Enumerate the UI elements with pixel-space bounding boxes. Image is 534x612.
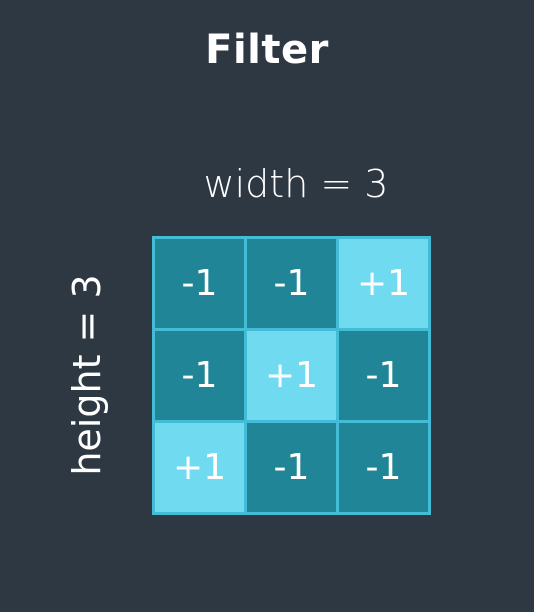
filter-grid: -1 -1 +1 -1 +1 -1 +1 -1 -1 (152, 236, 431, 515)
filter-cell-r2-c3: -1 (339, 331, 428, 420)
filter-cell-r1-c2: -1 (247, 239, 336, 328)
filter-cell-r3-c2: -1 (247, 423, 336, 512)
height-label: height = 3 (65, 274, 109, 476)
filter-cell-r2-c2: +1 (247, 331, 336, 420)
filter-cell-r2-c1: -1 (155, 331, 244, 420)
filter-cell-r1-c1: -1 (155, 239, 244, 328)
filter-title: Filter (205, 27, 329, 73)
filter-cell-r1-c3: +1 (339, 239, 428, 328)
filter-cell-r3-c3: -1 (339, 423, 428, 512)
filter-cell-r3-c1: +1 (155, 423, 244, 512)
width-label: width = 3 (203, 162, 389, 206)
